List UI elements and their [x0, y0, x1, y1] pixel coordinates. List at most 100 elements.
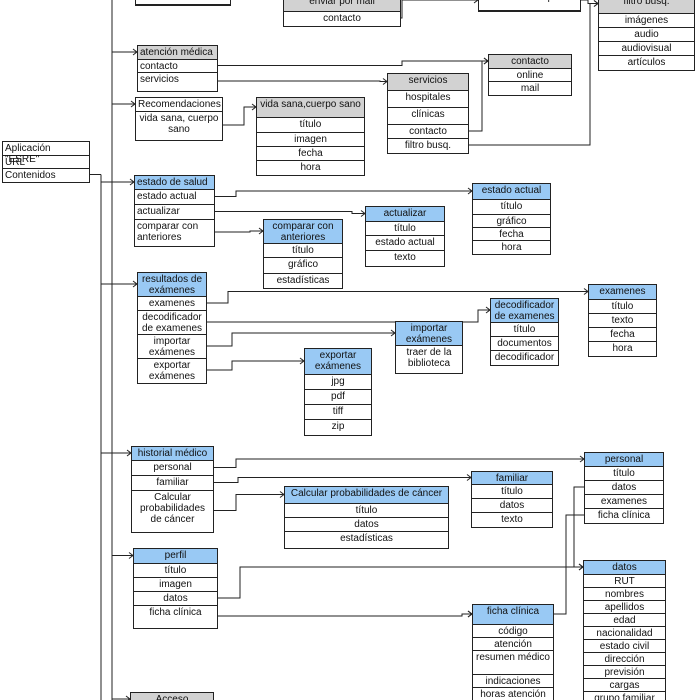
node-item: zip [331, 421, 345, 432]
node-item: datos [285, 518, 448, 532]
connector-line [214, 477, 471, 483]
node-item: RUT [584, 575, 665, 588]
node-item: texto [501, 514, 523, 525]
node-title: servicios [388, 74, 468, 91]
connector-line [214, 458, 584, 468]
node-title: datos [584, 561, 665, 575]
node-item: cargas [584, 679, 665, 692]
connector-line [215, 230, 263, 233]
node-item: hora [501, 242, 522, 253]
node-title: contacto [489, 55, 571, 69]
connector-line [207, 309, 490, 323]
node-item: gráfico [264, 258, 342, 274]
node-title [136, 0, 230, 5]
node-title: Acceso [131, 693, 213, 700]
node-item: familiar [132, 476, 213, 491]
node-item: artículos [627, 57, 666, 68]
node-item: previsión [584, 666, 665, 679]
node-item: atención [473, 638, 553, 651]
node-top-a [135, 0, 231, 6]
node-item: apellidos [584, 601, 665, 614]
node-item: datos [134, 592, 217, 606]
node-item: gráfico [473, 215, 550, 228]
node-item: ficha clínica [149, 607, 202, 618]
connector-line [581, 0, 598, 4]
node-item: filtro busq. [404, 140, 452, 151]
connector-line [223, 106, 256, 126]
node-item: título [134, 564, 217, 578]
connector-line [215, 190, 472, 197]
node-title: comparar con anteriores [264, 220, 342, 244]
node-item: estado civil [584, 640, 665, 653]
node-title: examenes [589, 285, 656, 300]
node-title: estado de salud [135, 176, 214, 190]
node-item: estadísticas [276, 275, 330, 286]
connector-line [218, 566, 583, 599]
node-item: vida sana, cuerpo sano [139, 113, 219, 136]
node-item: audiovisual [599, 42, 694, 56]
node-item: Calcular probabilidades de cáncer [139, 492, 206, 526]
node-item: examenes [585, 495, 663, 509]
node-item: ficha clínica [597, 510, 651, 521]
node-item: texto [589, 314, 656, 328]
node-item: URL [3, 156, 89, 169]
node-item: indicaciones [473, 675, 553, 688]
node-title: resultados de exámenes [138, 273, 206, 297]
node-item: título [472, 485, 552, 499]
node-item: título [257, 118, 364, 133]
node-item: exportar exámenes [148, 360, 196, 383]
connector-line [207, 291, 588, 304]
node-item: contacto [323, 13, 361, 24]
node-item: título [585, 467, 663, 481]
node-title: perfil [134, 549, 217, 564]
node-item: servicios [140, 74, 179, 85]
node-item: comparar con anteriores [137, 221, 199, 244]
node-item: decodificador de examenes [138, 311, 206, 335]
node-title: Recomendaciones [136, 98, 222, 112]
node-item: examenes [138, 297, 206, 311]
node-item: hospitales [388, 91, 468, 108]
node-title: estado actual [473, 184, 550, 200]
node-item: título [285, 504, 448, 518]
node-item: documentos [491, 337, 558, 351]
node-item: estado actual [135, 190, 214, 205]
node-item: título [366, 222, 444, 236]
connector-line [218, 613, 472, 617]
node-item: grupo familiar [594, 693, 655, 700]
node-item: título [473, 200, 550, 215]
node-item: datos [585, 481, 663, 495]
node-title: exportar exámenes [305, 349, 371, 375]
node-item: online [489, 69, 571, 82]
node-title: historial médico [132, 447, 213, 461]
node-acceso: Acceso [130, 692, 214, 700]
node-item: título [589, 300, 656, 314]
node-item: audio [599, 28, 694, 42]
connector-line [218, 60, 488, 66]
node-item: edad [584, 614, 665, 627]
node-item: contacto [388, 125, 468, 139]
node-item: imagen [257, 133, 364, 147]
node-item: nacionalidad [584, 627, 665, 640]
node-title: filtro busq. [599, 0, 694, 14]
connector-line [215, 211, 365, 214]
node-item: fecha [473, 228, 550, 241]
connector-arrow [473, 0, 479, 4]
node-item: jpg [305, 375, 371, 390]
node-item: pdf [305, 390, 371, 405]
node-item: fecha [257, 147, 364, 161]
